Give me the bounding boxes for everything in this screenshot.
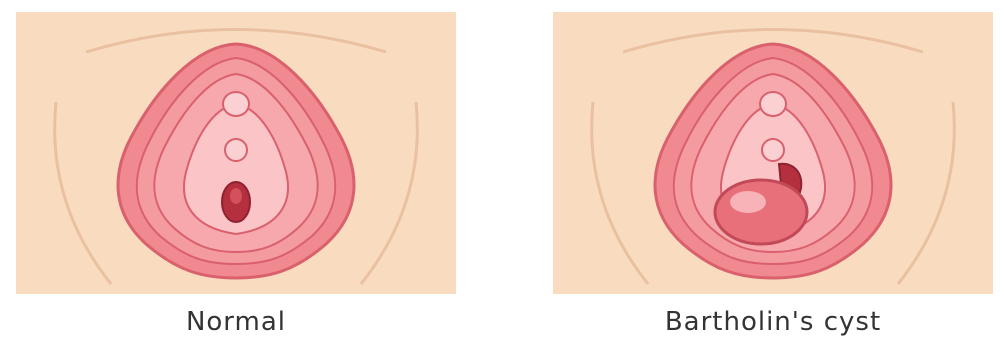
bartholins-cyst-panel <box>553 12 993 294</box>
cyst-highlight <box>730 191 766 213</box>
normal-caption: Normal <box>16 304 456 340</box>
bartholin-cyst <box>715 180 807 244</box>
normal-anatomy-illustration <box>16 12 456 294</box>
vaginal-opening-highlight <box>230 188 242 204</box>
clitoris <box>760 92 786 116</box>
urethral-opening <box>762 139 784 161</box>
normal-anatomy-panel <box>16 12 456 294</box>
bartholins-cyst-illustration <box>553 12 993 294</box>
urethral-opening <box>225 139 247 161</box>
clitoris <box>223 92 249 116</box>
bartholins-cyst-caption: Bartholin's cyst <box>553 304 993 340</box>
